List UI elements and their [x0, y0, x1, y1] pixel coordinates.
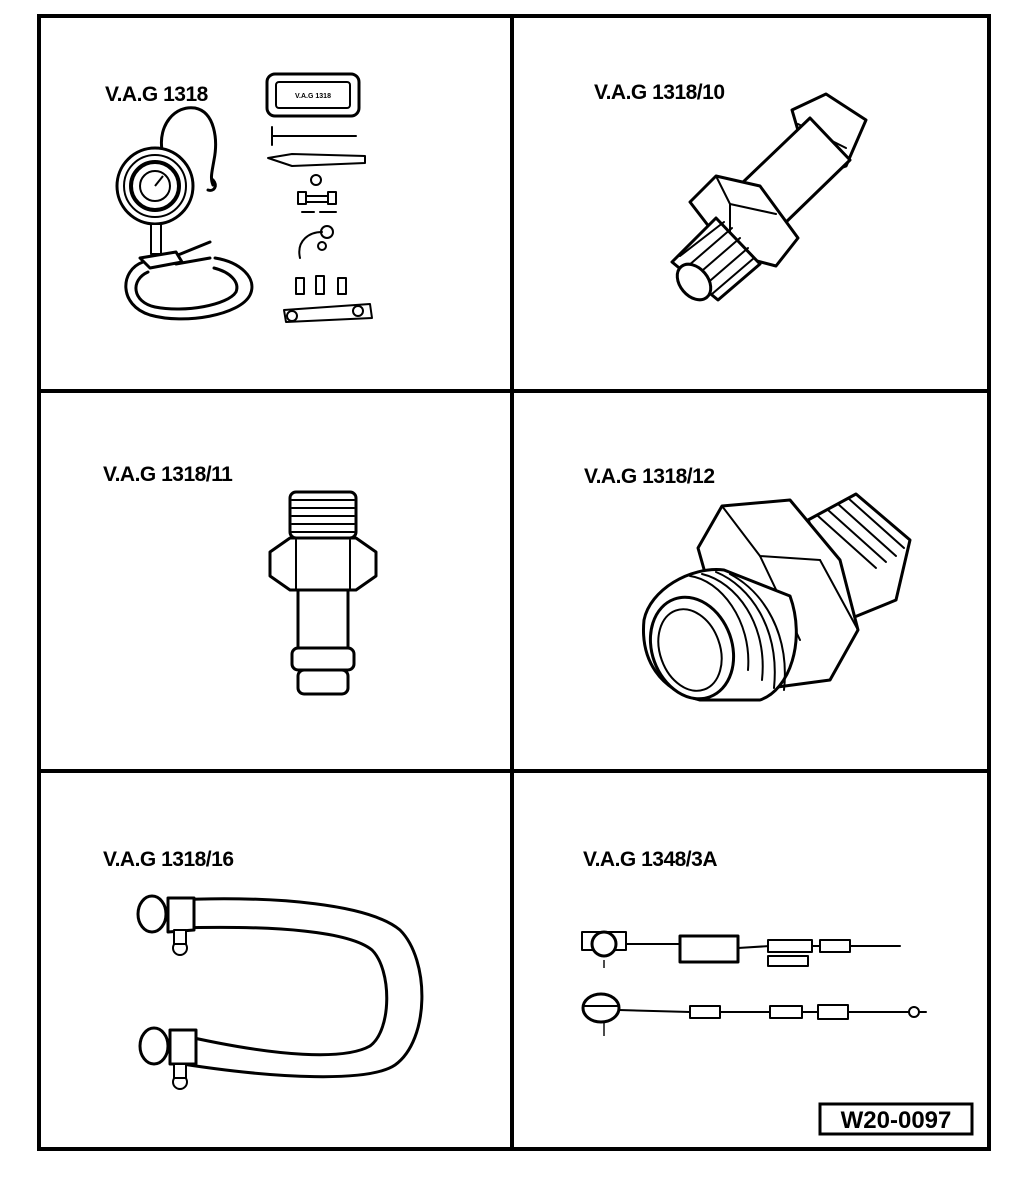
- union-adapter-illustration: [642, 492, 912, 702]
- panel-1-label: V.A.G 1318: [105, 83, 209, 106]
- panel-6-label: V.A.G 1348/3A: [583, 848, 717, 871]
- panel-vag-1348-3a: V.A.G 1348/3A W2: [581, 848, 974, 1136]
- figure-code-box: W20-0097: [818, 1102, 974, 1136]
- panel-vag-1318-16: V.A.G 1318/16: [103, 848, 424, 1090]
- accessory-case-illustration: V.A.G 1318: [265, 72, 373, 323]
- figure-code: W20-0097: [841, 1107, 952, 1134]
- panel-5-label: V.A.G 1318/16: [103, 848, 234, 871]
- panel-2-label: V.A.G 1318/10: [594, 81, 725, 104]
- u-hose-illustration: [136, 894, 424, 1090]
- case-label: V.A.G 1318: [295, 93, 331, 100]
- panel-4-label: V.A.G 1318/12: [584, 465, 715, 488]
- panel-vag-1318: V.A.G 1318 V.A.G 1318: [105, 72, 373, 323]
- panel-3-label: V.A.G 1318/11: [103, 463, 233, 486]
- sensor-cable-illustration: [581, 930, 927, 1036]
- panel-vag-1318-10: V.A.G 1318/10: [594, 81, 868, 302]
- panel-vag-1318-11: V.A.G 1318/11: [103, 463, 378, 696]
- angled-adapter-illustration: [670, 92, 868, 302]
- panel-vag-1318-12: V.A.G 1318/12: [584, 465, 912, 702]
- pressure-gauge-illustration: [115, 106, 254, 321]
- straight-adapter-illustration: [268, 490, 378, 696]
